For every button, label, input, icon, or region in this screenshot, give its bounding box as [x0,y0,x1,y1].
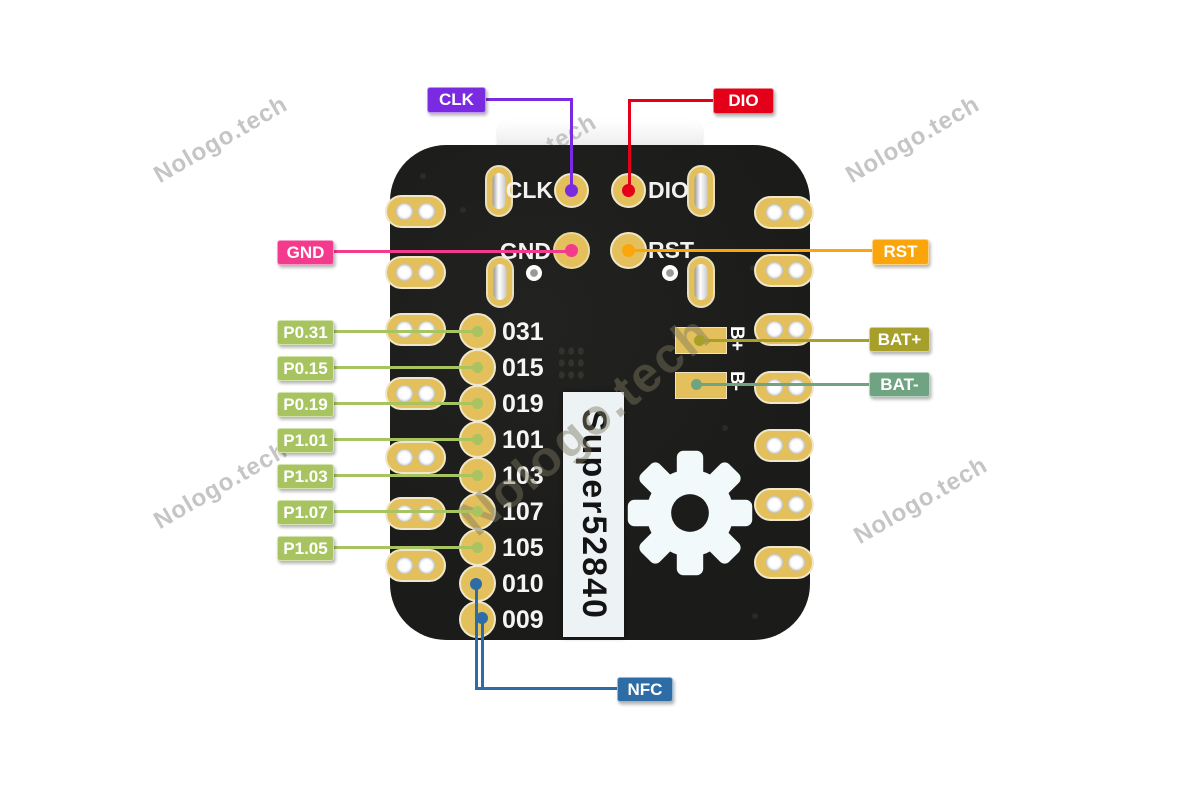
pad-dot-pin [472,542,483,553]
edge-pad [385,441,446,474]
edge-pad [385,497,446,530]
gnd-callout: GND [277,240,334,265]
edge-pad [754,196,814,229]
nfc-line [481,618,484,689]
pad-dot-clk [565,184,578,197]
dio-line [629,99,714,102]
pin-callout-p019: P0.19 [277,392,334,417]
pad-dot-pin [472,362,483,373]
clk-line [486,98,573,101]
pin-number: 031 [502,318,544,346]
watermark: Nologo.tech [841,90,985,189]
edge-pad [385,377,446,410]
gear-icon [627,450,753,576]
pin-number: 015 [502,354,544,382]
nfc-callout: NFC [617,677,673,702]
mount-slot [486,256,514,308]
pad-dot-nfc [476,612,488,624]
edge-pad [385,549,446,582]
clk-line [570,98,573,191]
pin-line [334,330,479,333]
rst-callout: RST [872,239,929,265]
pad-dot-rst [622,244,635,257]
pin-callout-p031: P0.31 [277,320,334,345]
pad-dot-pin [472,506,483,517]
pin-number: 103 [502,462,544,490]
edge-pad [754,546,814,579]
via [662,265,678,281]
gnd-line [334,250,571,253]
pin-callout-p103: P1.03 [277,464,334,489]
pin-line [334,474,479,477]
board-label: Super52840 [563,392,624,637]
pad-dot-pin [472,434,483,445]
edge-pad [754,371,814,404]
edge-pad [754,488,814,521]
rst-line [630,249,872,252]
watermark: Nologo.tech [149,90,293,189]
edge-pad [385,313,446,346]
watermark: Nologo.tech [849,451,993,550]
bat-minus-callout: BAT- [869,372,930,397]
pcb-texture-dots [420,173,426,179]
pin-number: 010 [502,570,544,598]
pin-line [334,366,479,369]
dio-callout: DIO [713,88,774,114]
edge-pad [754,254,814,287]
clk-callout: CLK [427,87,486,113]
bat-plus-callout: BAT+ [869,327,930,352]
battery-silk-bplus: B+ [726,326,747,351]
pad-dot-pin [472,326,483,337]
pad-dot-dio [622,184,635,197]
pin-line [334,402,479,405]
silk-label-dio: DIO [648,177,689,203]
pin-line [334,510,479,513]
pad-dot-bat-minus [691,379,702,390]
pad-dot-nfc [470,578,482,590]
pin-number: 101 [502,426,544,454]
pin-callout-p107: P1.07 [277,500,334,525]
edge-pad [385,195,446,228]
pad-dot-pin [472,398,483,409]
watermark: Nologo.tech [149,436,293,535]
mount-slot [687,165,715,217]
edge-pad [385,256,446,289]
via [526,265,542,281]
nfc-line [475,584,478,689]
pin-callout-p101: P1.01 [277,428,334,453]
pad-dot-pin [472,470,483,481]
pin-line [334,438,479,441]
battery-silk-bminus: B- [726,371,747,392]
edge-pad [754,429,814,462]
bat-minus-line [697,383,869,386]
bat-plus-line [700,339,869,342]
board-title: Super52840 [575,409,613,620]
pad-dot-gnd [565,244,578,257]
pin-line [334,546,479,549]
pad-dot-bat-plus [694,335,705,346]
mount-slot [485,165,513,217]
nfc-line [475,687,617,690]
pin-callout-p105: P1.05 [277,536,334,561]
dio-line [628,99,631,191]
pin-number: 019 [502,390,544,418]
pin-number: 009 [502,606,544,634]
silk-label-clk: CLK [505,177,553,203]
mount-slot [687,256,715,308]
pin-number: 105 [502,534,544,562]
pin-number: 107 [502,498,544,526]
pcb-dot-grid [557,345,586,382]
pin-callout-p015: P0.15 [277,356,334,381]
